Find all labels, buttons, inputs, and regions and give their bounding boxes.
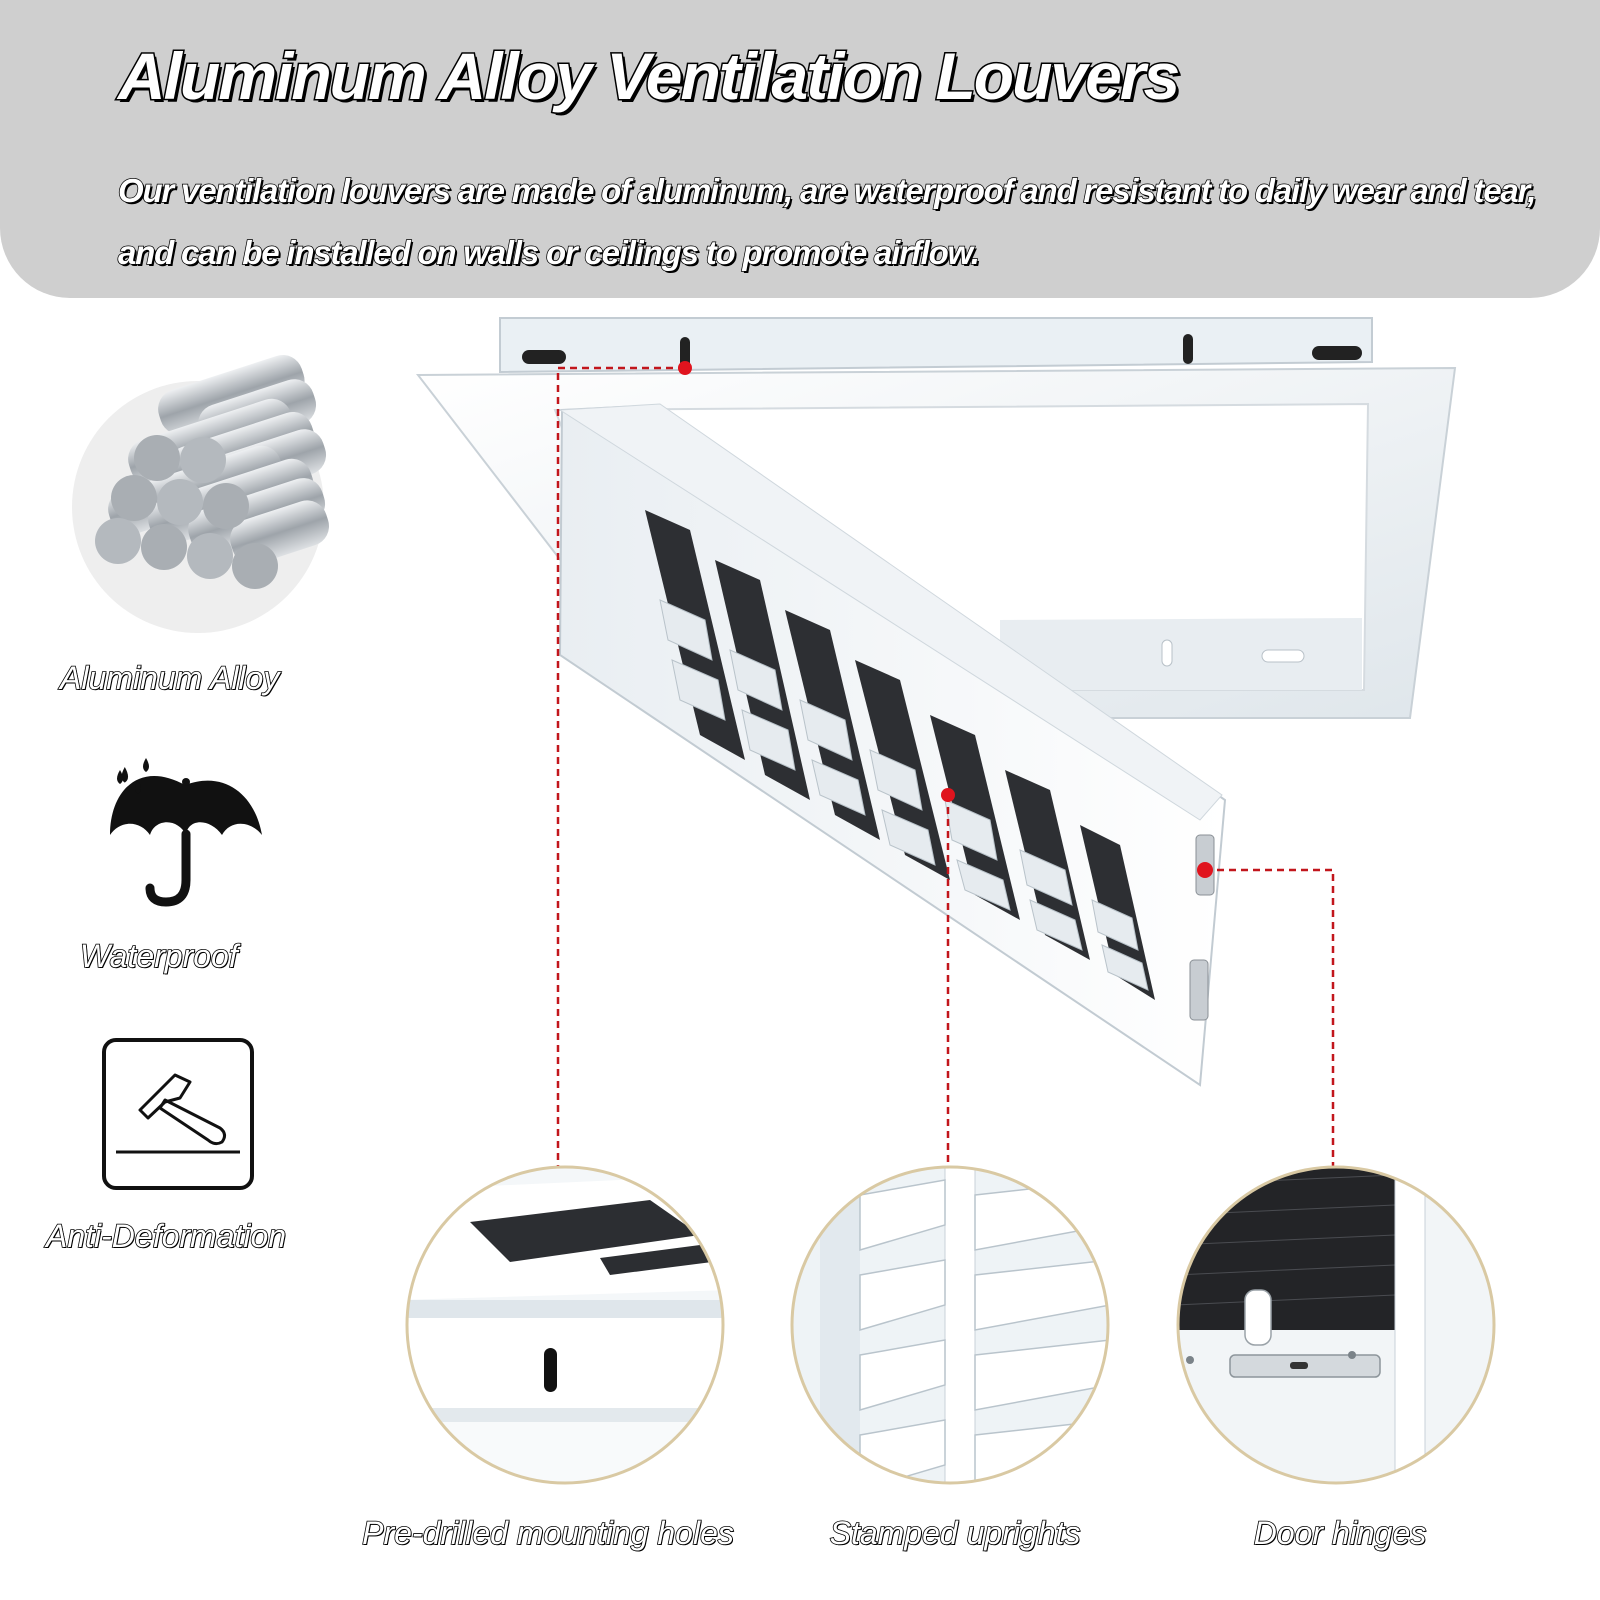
detail-stamped-uprights: [790, 1165, 1110, 1485]
feature-label-aluminum-alloy: Aluminum Alloy: [59, 659, 280, 697]
umbrella-icon: [110, 758, 262, 907]
detail-mounting-holes: [405, 1165, 725, 1485]
detail-door-hinges: [1176, 1165, 1496, 1485]
page-title: Aluminum Alloy Ventilation Louvers: [117, 38, 1182, 115]
detail-label-mounting-holes: Pre-drilled mounting holes: [361, 1514, 734, 1552]
detail-label-door-hinges: Door hinges: [1253, 1514, 1427, 1552]
feature-label-anti-deformation: Anti-Deformation: [45, 1217, 287, 1255]
feature-label-waterproof: Waterproof: [79, 937, 238, 975]
page-description: Our ventilation louvers are made of alum…: [117, 171, 1537, 272]
callout-dots: [678, 361, 1213, 878]
detail-label-stamped-uprights: Stamped uprights: [829, 1514, 1081, 1552]
aluminum-rods-icon: [72, 354, 330, 633]
hammer-icon: [102, 1038, 254, 1190]
louver-door: [558, 403, 1227, 1087]
header-band: [0, 0, 1600, 298]
callout-lines: [556, 366, 1335, 1168]
